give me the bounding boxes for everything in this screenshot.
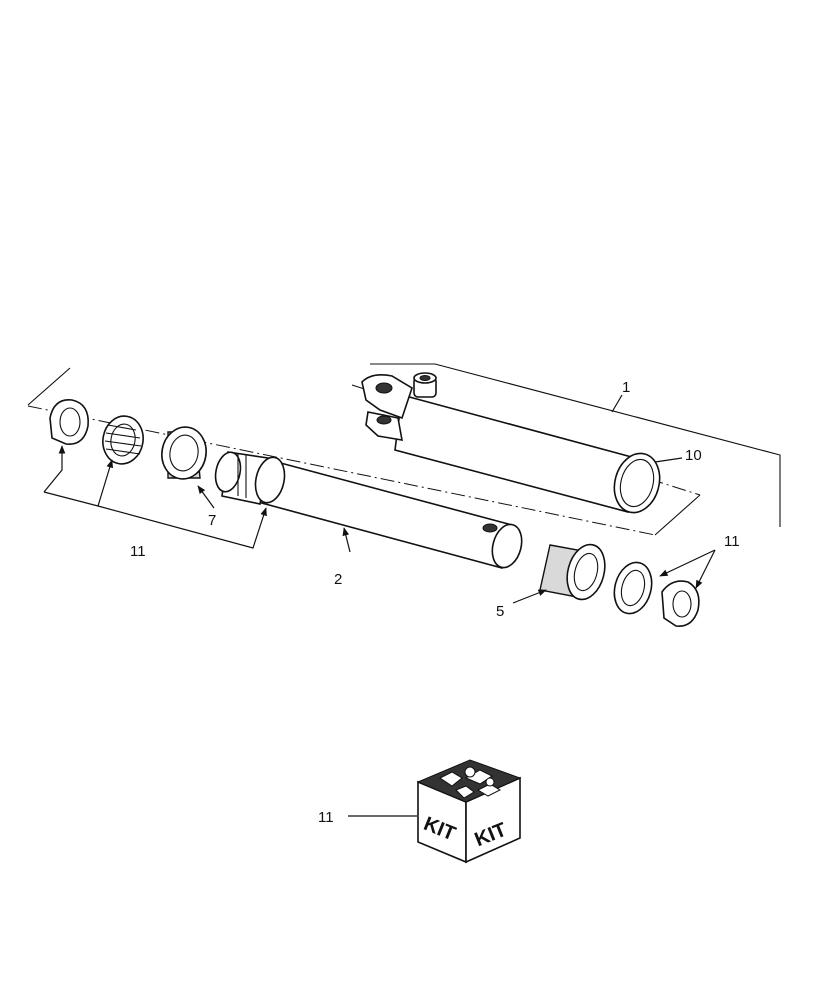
piston-rod — [214, 451, 523, 569]
callout-seal-kit-right: 11 — [724, 533, 740, 550]
callout-seal-kit-left: 11 — [130, 543, 146, 560]
seal-kit-right-parts — [613, 561, 700, 627]
leader-lines — [43, 394, 716, 817]
cylinder-barrel — [361, 372, 661, 514]
callout-piston: 5 — [496, 603, 504, 620]
seal-kit-left-parts — [49, 399, 144, 465]
gland — [161, 426, 207, 480]
callout-rod: 2 — [334, 571, 342, 588]
callout-barrel-ring: 10 — [685, 447, 702, 464]
kit-box-icon — [416, 759, 522, 864]
callout-gland: 7 — [208, 512, 216, 529]
piston — [539, 543, 606, 601]
callout-barrel: 1 — [622, 379, 630, 396]
callout-kit-box: 11 — [318, 809, 334, 826]
